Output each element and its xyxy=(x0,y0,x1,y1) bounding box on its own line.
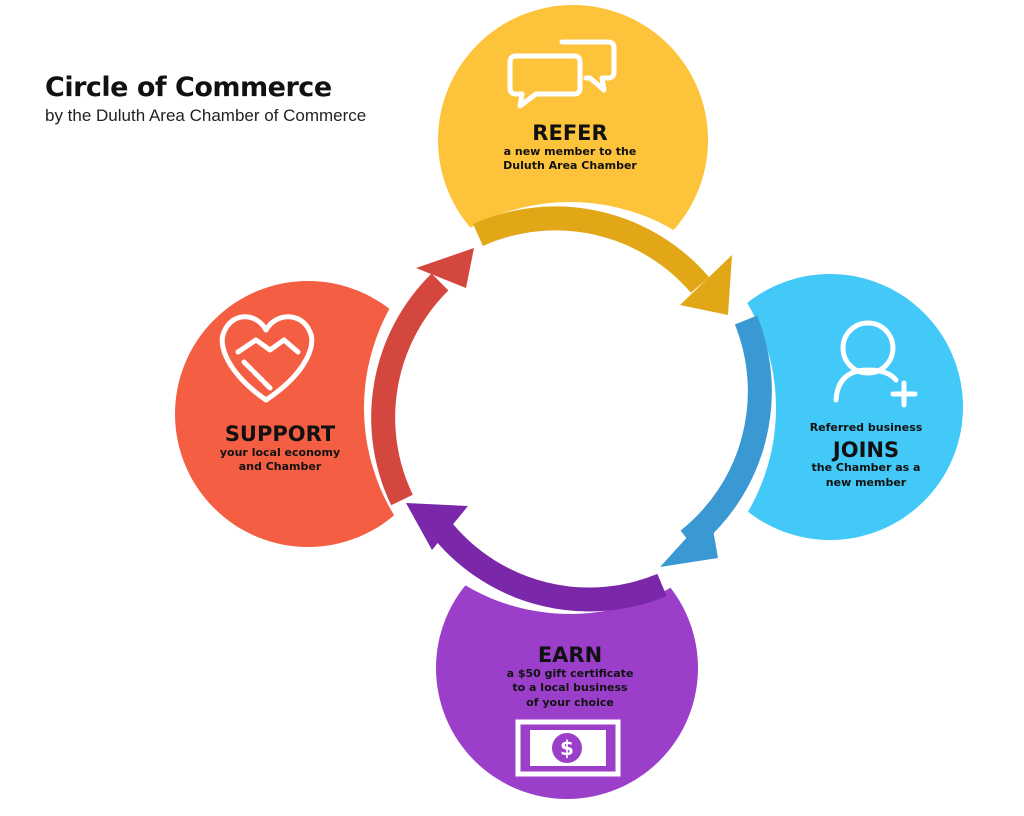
handshake-heart-icon xyxy=(219,314,315,403)
earn-line-2: to a local business xyxy=(512,681,628,694)
support-line-2: and Chamber xyxy=(239,460,322,473)
arrow-joins-to-earn xyxy=(660,315,772,567)
refer-line-2: Duluth Area Chamber xyxy=(503,159,637,172)
arrow-support-to-refer-head xyxy=(416,248,474,288)
page-subtitle: by the Duluth Area Chamber of Commerce xyxy=(45,106,367,125)
arrow-refer-to-joins-head xyxy=(680,255,732,315)
arrow-support-to-refer-body xyxy=(371,273,449,506)
earn-line-1: a $50 gift certificate xyxy=(507,667,634,680)
refer-circle xyxy=(438,5,708,275)
arrow-earn-to-support xyxy=(406,503,667,612)
page-title: Circle of Commerce xyxy=(45,72,332,103)
support-line-1: your local economy xyxy=(220,446,340,459)
arrow-joins-to-earn-body xyxy=(680,315,772,550)
svg-text:$: $ xyxy=(560,736,574,760)
earn-line-3: of your choice xyxy=(526,696,614,709)
arrow-earn-to-support-head xyxy=(406,503,468,550)
arrow-support-to-refer xyxy=(371,248,474,506)
arrow-joins-to-earn-head xyxy=(660,512,718,567)
dollar-bill-icon: $ xyxy=(515,719,621,777)
add-user-icon xyxy=(833,320,918,408)
refer-heading: REFER xyxy=(532,121,607,145)
support-heading: SUPPORT xyxy=(225,422,336,446)
joins-heading: JOINS xyxy=(831,438,899,462)
arrow-refer-to-joins-body xyxy=(473,206,710,293)
joins-line-2: new member xyxy=(826,476,907,489)
earn-heading: EARN xyxy=(538,643,602,667)
joins-pre-line: Referred business xyxy=(810,421,923,434)
arrow-refer-to-joins xyxy=(473,206,732,315)
joins-line-1: the Chamber as a xyxy=(812,461,921,474)
arrow-earn-to-support-body xyxy=(434,524,667,612)
refer-line-1: a new member to the xyxy=(504,145,637,158)
chat-bubbles-icon xyxy=(507,39,617,109)
